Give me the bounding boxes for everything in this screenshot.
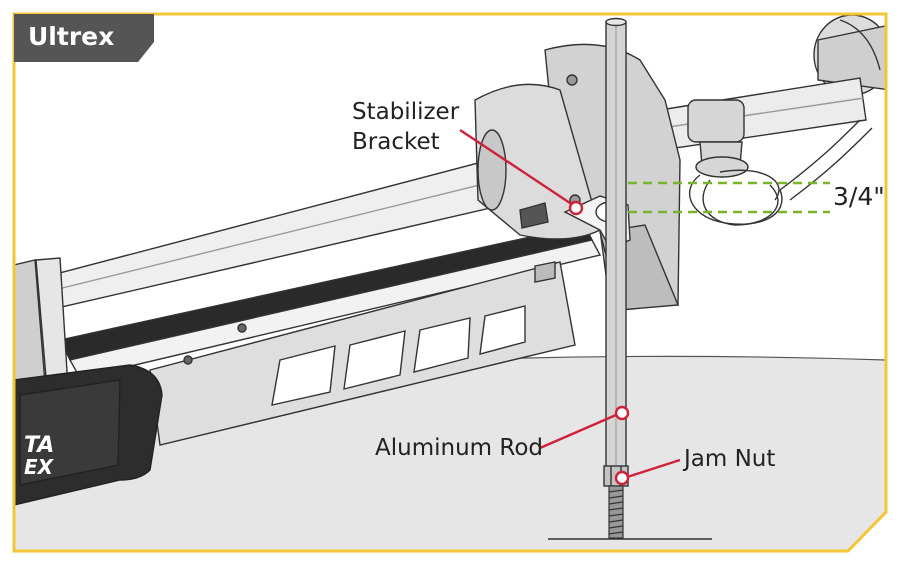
aluminum-rod (605, 17, 627, 471)
header-tag: Ultrex (28, 22, 115, 51)
dimension-label: 3/4" (833, 182, 885, 211)
callout-leaders (459, 129, 681, 480)
threaded-stud (608, 485, 624, 539)
svg-text:EX: EX (24, 455, 55, 479)
callout-jam-nut: Jam Nut (684, 446, 776, 472)
callout-markers (568, 200, 630, 486)
motor-cover: TA EX (14, 364, 163, 506)
illustration: TA EX (14, 14, 886, 551)
frame-border (12, 12, 888, 553)
callout-aluminum-rod: Aluminum Rod (375, 435, 543, 461)
motor-head (813, 14, 886, 96)
callout-stabilizer-line1: Stabilizer (352, 99, 460, 125)
shaft-clamp (687, 99, 749, 178)
callout-stabilizer-line2: Bracket (352, 129, 440, 155)
svg-text:TA: TA (24, 433, 54, 458)
bracket-plate (149, 261, 576, 446)
header-tag-bg (14, 14, 154, 62)
coil-cable (689, 119, 873, 226)
callout-stabilizer-bracket: Stabilizer Bracket (352, 97, 459, 157)
